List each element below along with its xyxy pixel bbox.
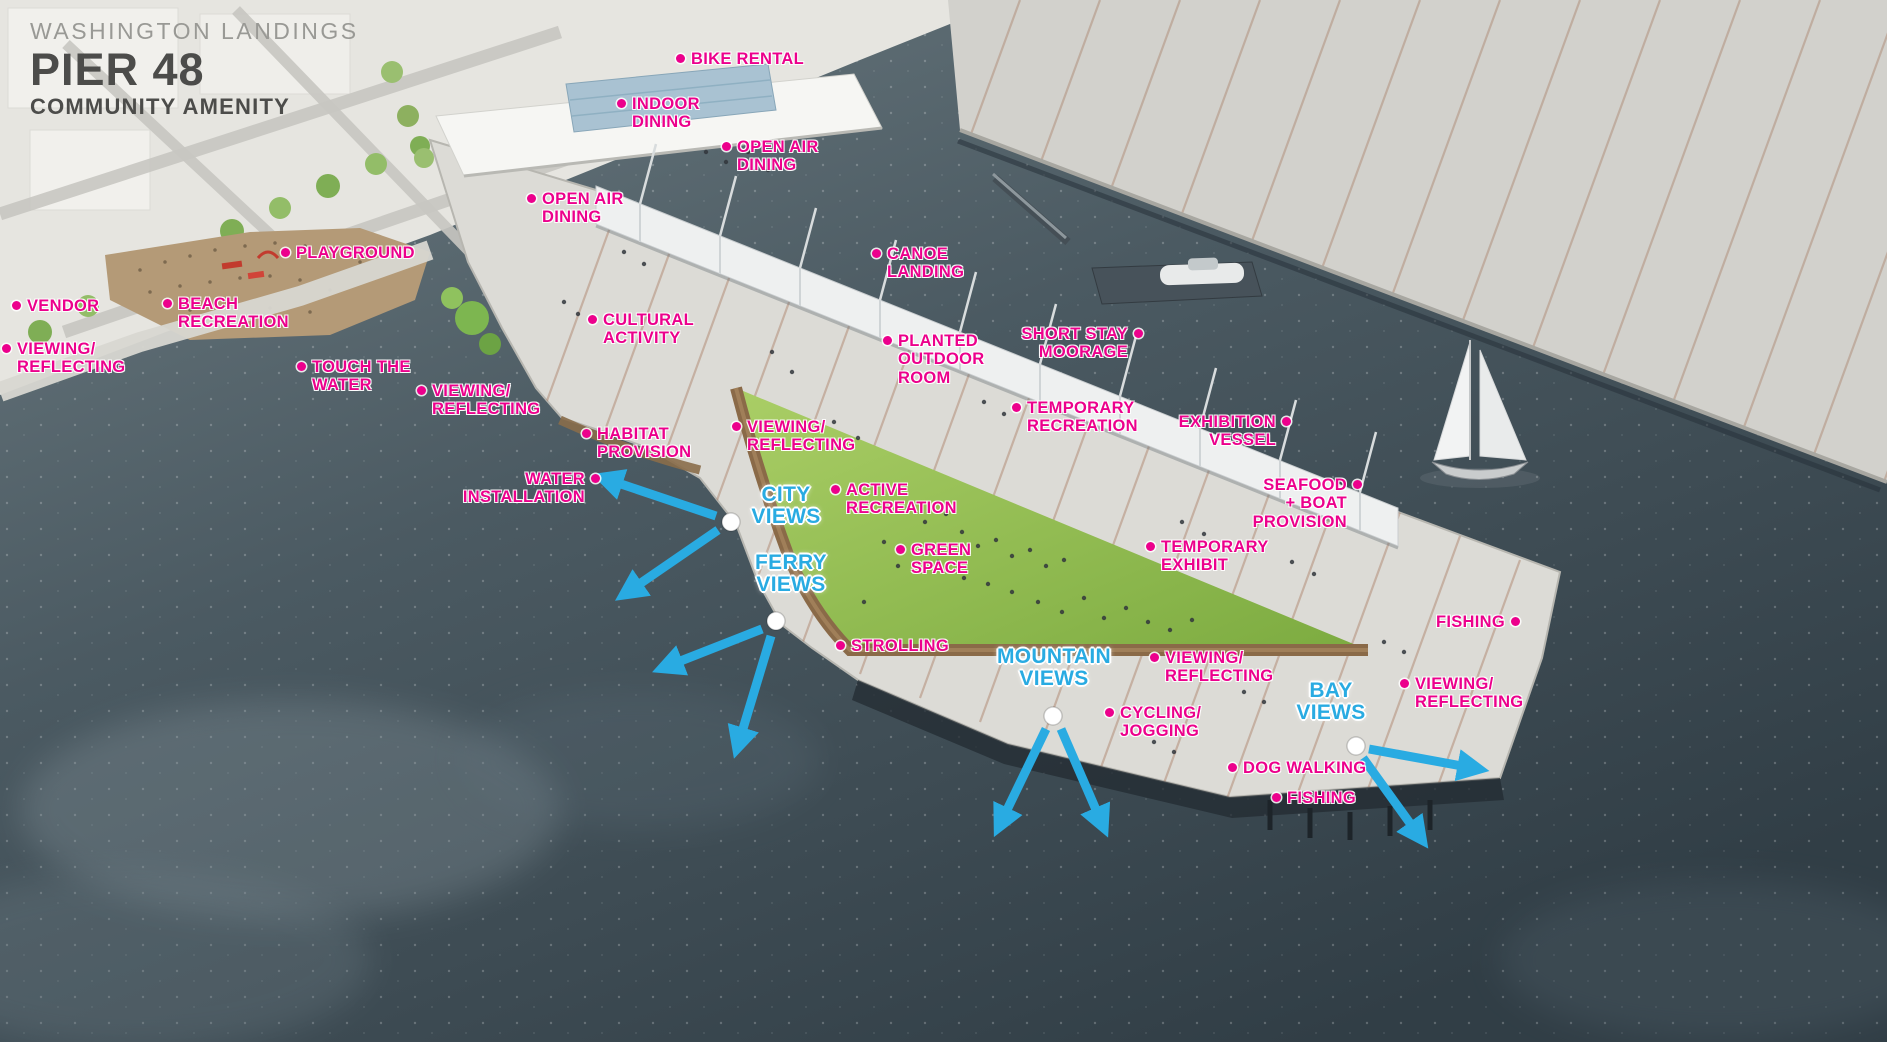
beach [0, 228, 434, 402]
view-node-marker [1346, 736, 1366, 756]
view-node-marker [721, 512, 741, 532]
subtitle: COMMUNITY AMENITY [30, 93, 290, 119]
pier-trees [441, 287, 501, 355]
lawn [730, 386, 1368, 656]
view-direction-arrow [1359, 755, 1429, 849]
view-direction-arrow [615, 526, 721, 601]
canopy-building [435, 63, 1399, 550]
view-direction-arrow [591, 469, 718, 521]
view-direction-arrow [1368, 744, 1490, 782]
pier-shadow [852, 680, 1504, 840]
barge [1091, 257, 1263, 305]
people-dots [561, 149, 1407, 755]
project-title: WASHINGTON LANDINGS [30, 18, 359, 44]
playground-equipment [221, 250, 280, 280]
view-direction-arrow [993, 727, 1051, 838]
view-direction-arrow [652, 624, 764, 676]
sailboat [1420, 340, 1540, 488]
page-title: PIER 48 [30, 44, 205, 95]
habitat-boardwalk [558, 415, 702, 475]
title-block: WASHINGTON LANDINGS PIER 48 COMMUNITY AM… [30, 18, 359, 120]
view-direction-arrow [1056, 727, 1111, 838]
dock [948, 0, 1887, 493]
view-direction-arrow [727, 634, 776, 759]
view-node-marker [1043, 706, 1063, 726]
canopy-masts [638, 143, 1378, 493]
glass-pavilion [565, 63, 777, 133]
gangway [992, 174, 1071, 246]
view-node-marker [766, 611, 786, 631]
